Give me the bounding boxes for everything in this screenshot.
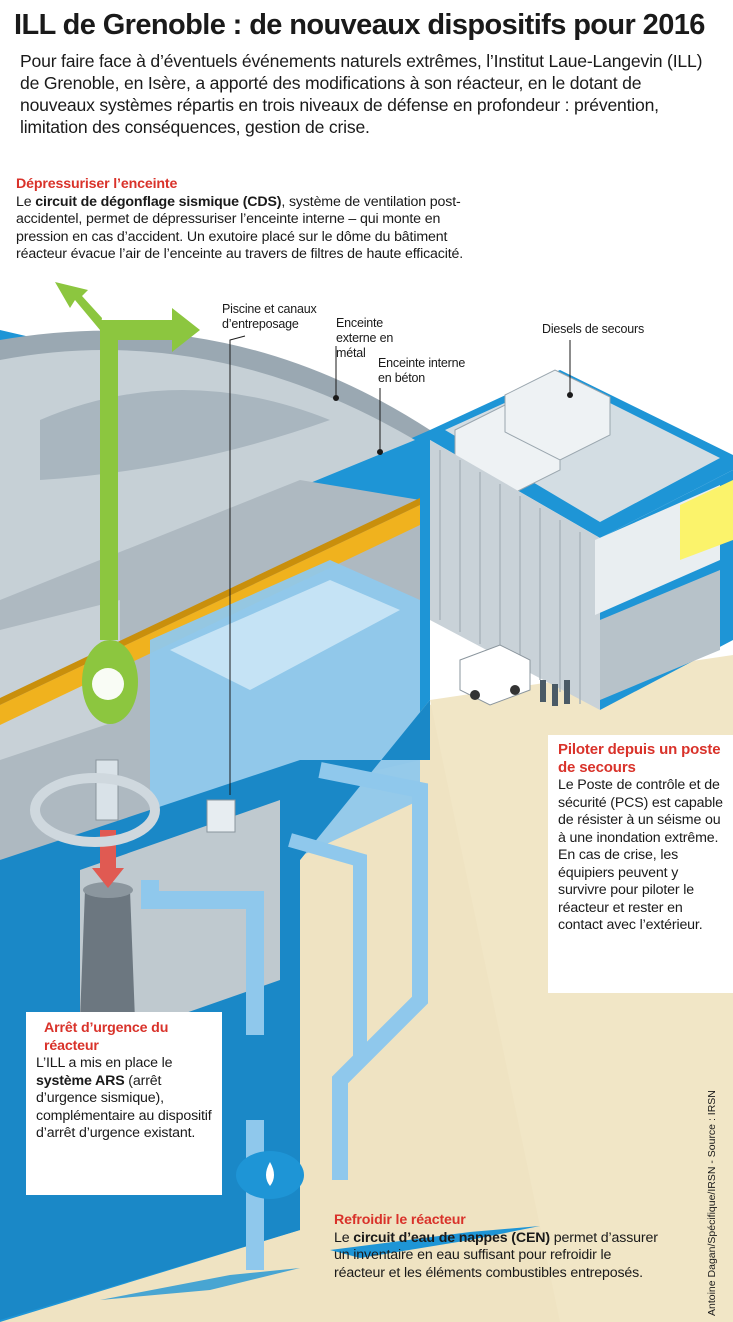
reactor-vessel — [80, 890, 135, 1020]
cds-vent-pipe — [100, 320, 118, 640]
reactor-pool-opening — [30, 773, 160, 847]
cds-vent-right — [116, 308, 200, 352]
arret-bold: système ARS — [36, 1072, 125, 1089]
ars-rods — [95, 759, 119, 821]
pcs-lower — [600, 570, 720, 700]
person-3 — [564, 680, 570, 704]
fuel-elements — [206, 799, 236, 833]
label-piscine: Piscine et canaux d’entreposage — [222, 302, 317, 331]
depressuriser-pre: Le — [16, 193, 36, 210]
piloter-heading: Piloter depuis un poste de secours — [558, 741, 721, 776]
cen-pipe-3 — [318, 762, 428, 1180]
leader-dot-externe — [333, 395, 339, 401]
cds-vent-left — [55, 282, 102, 330]
piloter-body: Le Poste de contrôle et de sécurité (PCS… — [558, 777, 723, 933]
refroidir-post: permet d’assurer un inventaire en eau su… — [334, 1229, 658, 1281]
diesel-building-front-lines — [439, 450, 581, 704]
depressuriser-post: , système de ventilation post-accidentel… — [16, 193, 464, 263]
label-enceinte-interne: Enceinte interne en béton — [378, 356, 466, 385]
arret-post: (arrêt d’urgence sismique), complémentai… — [36, 1072, 212, 1142]
van-wheel-2 — [510, 685, 520, 695]
depressuriser-body: Le circuit de dégonflage sismique (CDS),… — [16, 194, 463, 263]
pool-water-light — [170, 580, 400, 690]
page-title: ILL de Grenoble : de nouveaux dispositif… — [14, 9, 705, 41]
groundwater-streak — [330, 1226, 540, 1258]
pcs-window — [680, 480, 733, 560]
arret-heading: Arrêt d’urgence du réacteur — [44, 1020, 169, 1054]
credit-text: Antoine Dagan/Spécifique/IRSN - Source :… — [706, 1090, 718, 1316]
refroidir-block: Refroidir le réacteur Le circuit d’eau d… — [334, 1212, 664, 1282]
leader-piscine — [229, 335, 246, 795]
refroidir-heading: Refroidir le réacteur — [334, 1212, 466, 1228]
person-1 — [540, 680, 546, 702]
depressuriser-bold: circuit de dégonflage sismique (CDS) — [35, 193, 282, 210]
leader-dot-diesels — [567, 392, 573, 398]
cen-pipe — [141, 880, 264, 1035]
cds-steam — [92, 668, 124, 700]
person-2 — [552, 684, 558, 706]
reactor-vessel-top — [83, 882, 133, 898]
cen-pipe-4 — [288, 833, 367, 1060]
refroidir-pre: Le — [334, 1229, 354, 1246]
diesel-unit-2 — [504, 369, 611, 461]
refroidir-body: Le circuit d’eau de nappes (CEN) permet … — [334, 1230, 658, 1281]
depressuriser-heading: Dépressuriser l’enceinte — [16, 176, 178, 192]
refroidir-bold: circuit d’eau de nappes (CEN) — [353, 1229, 550, 1246]
arret-block: Arrêt d’urgence du réacteur L’ILL a mis … — [26, 1012, 222, 1195]
piloter-block: Piloter depuis un poste de secours Le Po… — [548, 735, 733, 993]
diesel-building-front — [430, 440, 600, 710]
label-enceinte-externe: Enceinte externe en métal — [336, 316, 394, 360]
van-wheel — [470, 690, 480, 700]
depressuriser-block: Dépressuriser l’enceinte Le circuit de d… — [16, 176, 486, 264]
intro-text: Pour faire face à d’éventuels événements… — [20, 51, 703, 137]
cen-drop-icon — [266, 1162, 274, 1186]
label-diesels: Diesels de secours — [542, 322, 645, 336]
groundwater-streak-2 — [100, 1268, 300, 1300]
leader-dot-interne — [377, 449, 383, 455]
arret-body: L’ILL a mis en place le système ARS (arr… — [36, 1055, 212, 1141]
arret-pre: L’ILL a mis en place le — [36, 1055, 173, 1071]
